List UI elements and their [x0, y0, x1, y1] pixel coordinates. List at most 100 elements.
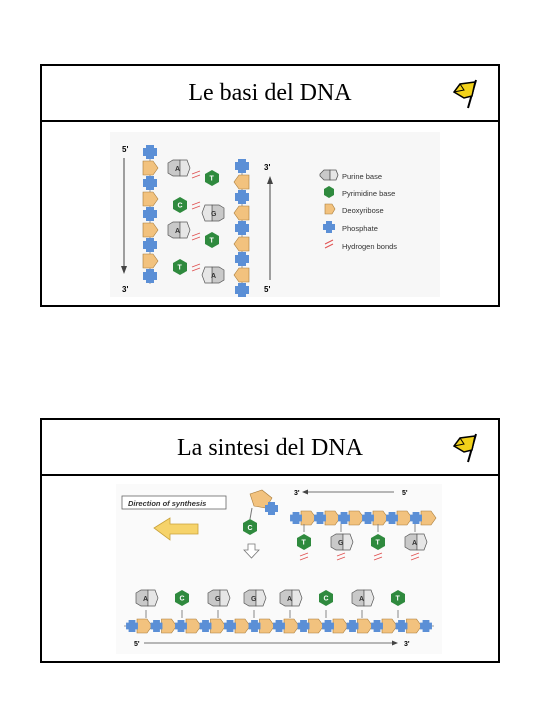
purine-base [201, 266, 213, 284]
purine-base [291, 589, 303, 607]
base-label: C [178, 203, 183, 210]
phosphate [338, 512, 350, 524]
slide-card-2: La sintesi del DNA Direction of synthesi… [40, 418, 500, 663]
free-nucleotide-base-label: C [248, 525, 253, 532]
phosphate [235, 159, 249, 173]
phosphate [322, 620, 334, 632]
base-label: C [324, 596, 329, 603]
phosphate [235, 283, 249, 297]
purine-base [416, 533, 428, 551]
legend-label: Pyrimidine base [342, 189, 395, 198]
phosphate [386, 512, 398, 524]
phosphate [224, 620, 236, 632]
pyrimidine-base [371, 534, 385, 550]
arrow-head [392, 640, 398, 646]
deoxyribose [357, 618, 373, 634]
flag-icon [452, 433, 477, 463]
base-label: T [210, 238, 215, 245]
base-label: G [215, 596, 221, 603]
deoxyribose [406, 618, 422, 634]
hydrogen-bond [191, 174, 201, 179]
slide-title: La sintesi del DNA [177, 435, 363, 461]
phosphate [235, 221, 249, 235]
phosphate [143, 176, 157, 190]
arrow-head [302, 489, 308, 495]
deoxyribose [300, 510, 317, 526]
slide-title: Le basi del DNA [188, 80, 352, 106]
phosphate [150, 620, 163, 632]
hydrogen-bond [191, 205, 201, 210]
strand-end-label: 3' [264, 163, 270, 172]
flag-icon [452, 79, 477, 109]
base-label: A [143, 596, 148, 603]
deoxyribose [308, 618, 324, 634]
arrow-head [121, 266, 127, 274]
phosphate [420, 620, 432, 632]
deoxyribose [161, 618, 177, 634]
hydrogen-bond [191, 232, 201, 237]
synthesis-direction-arrow [153, 517, 199, 541]
deoxyribose [136, 618, 153, 634]
pyrimidine-base [173, 197, 187, 213]
deoxyribose [233, 267, 250, 283]
purine-base [342, 533, 354, 551]
base-label: G [251, 596, 257, 603]
purine-base [363, 589, 375, 607]
purine-base [255, 589, 267, 607]
deoxyribose [332, 618, 349, 634]
phosphate [143, 238, 157, 252]
purine-base [179, 159, 191, 177]
phosphate [314, 512, 326, 524]
hydrogen-bond [191, 201, 201, 206]
direction-label-box [121, 495, 227, 510]
purine-base [201, 204, 213, 222]
deoxyribose [324, 510, 341, 526]
base-label: A [287, 596, 292, 603]
hydrogen-bond [191, 267, 201, 272]
slide-header: Le basi del DNA [42, 66, 498, 122]
free-nucleotide: C [243, 489, 278, 559]
phosphate [273, 620, 285, 632]
deoxyribose [234, 618, 251, 634]
strand-end-label: 5' [122, 145, 128, 154]
base-label: G [211, 211, 217, 218]
pyrimidine-base [319, 590, 333, 606]
purine-base [179, 221, 191, 239]
deoxyribose [142, 253, 159, 269]
purine-icon [319, 169, 339, 181]
legend: Purine base Pyrimidine base Deoxyribose … [319, 169, 397, 251]
legend-label: Deoxyribose [342, 206, 384, 215]
phosphate [235, 252, 249, 266]
hydrogen-bond [299, 556, 309, 561]
hydrogen-bond [191, 236, 201, 241]
pyrimidine-icon [324, 186, 334, 198]
phosphate [346, 620, 359, 632]
legend-label: Phosphate [342, 224, 378, 233]
pyrimidine-base [173, 259, 187, 275]
legend-label: Purine base [342, 172, 382, 181]
phosphate [143, 207, 157, 221]
deoxyribose [283, 618, 300, 634]
purine-base [147, 589, 159, 607]
phosphate [297, 620, 310, 632]
phosphate [126, 620, 138, 632]
deoxyribose [420, 510, 437, 526]
hydrogen-bond [191, 170, 201, 175]
hydrogen-bond [410, 552, 420, 557]
phosphate [410, 512, 422, 524]
pyrimidine-base [175, 590, 189, 606]
hydrogen-bond [299, 552, 309, 557]
phosphate [143, 145, 157, 159]
deoxyribose [396, 510, 413, 526]
deoxyribose-icon [324, 203, 336, 215]
strand-end-label: 3' [294, 490, 300, 497]
phosphate [248, 620, 261, 632]
strand-end-label: 5' [402, 490, 408, 497]
deoxyribose [142, 222, 159, 238]
arrow-head [267, 176, 273, 184]
deoxyribose [210, 618, 226, 634]
